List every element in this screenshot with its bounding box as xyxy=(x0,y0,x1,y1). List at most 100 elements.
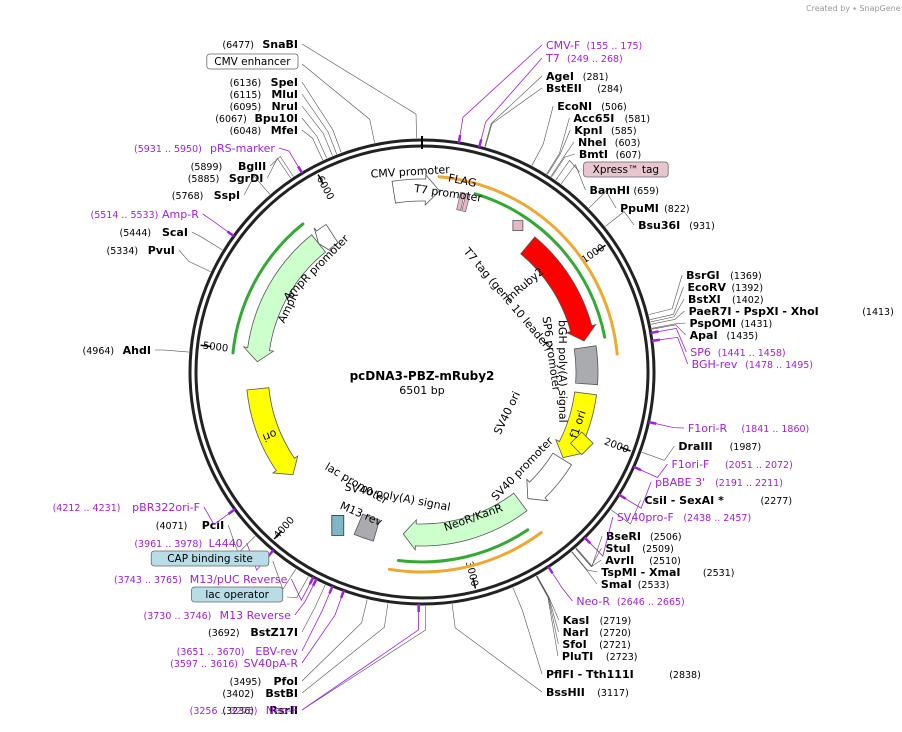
site-leader-line xyxy=(571,551,598,585)
scale-tick xyxy=(472,577,477,589)
primer-binding-mark xyxy=(618,493,627,500)
site-name-sspi: SspI xyxy=(214,189,240,202)
site-name-bglii: BglII xyxy=(238,160,266,173)
primer-name-pbr322ori-f: pBR322ori-F xyxy=(132,501,200,514)
primer-binding-mark xyxy=(227,508,236,515)
site-name-bsrgi: BsrGI xyxy=(686,269,719,282)
site-position-scai: (5444) xyxy=(120,228,152,239)
feature-sv40-poly-a-signal xyxy=(353,513,380,542)
site-position-ahdi: (4964) xyxy=(83,346,115,357)
primer-leader-line xyxy=(652,422,684,429)
site-leader-line xyxy=(301,584,326,633)
site-position-kasi: (2719) xyxy=(600,616,632,627)
site-leader-line xyxy=(301,43,417,139)
site-name-spei: SpeI xyxy=(271,76,298,89)
primer-binding-mark xyxy=(478,139,483,148)
primer-binding-mark xyxy=(457,134,462,144)
primer-name-f1ori-r: F1ori-R xyxy=(688,422,728,435)
site-leader-line xyxy=(267,157,292,179)
site-leader-line xyxy=(512,587,543,675)
feature-label-ori: ori xyxy=(261,427,279,444)
primer-binding-mark xyxy=(583,536,592,545)
feature-ori xyxy=(246,387,299,476)
site-leader-line xyxy=(243,175,270,196)
feature-label-bgh-poly-a-signal: bGH poly(A) signal xyxy=(556,320,570,423)
site-leader-line xyxy=(301,605,426,711)
primer-position-sv40pro-f: (2438 .. 2457) xyxy=(683,513,751,524)
primer-position-m13-puc-reverse: (3743 .. 3765) xyxy=(114,575,182,586)
orf-arc xyxy=(437,175,619,356)
xpress-tag-marker xyxy=(512,220,524,232)
site-position-kpni: (585) xyxy=(611,126,637,137)
site-name-pfoi: PfoI xyxy=(274,675,299,688)
primer-name-cmv-f: CMV-F xyxy=(546,39,580,52)
primer-name-bgh-rev: BGH-rev xyxy=(692,358,738,371)
site-position-mlui: (6115) xyxy=(230,90,262,101)
primer-leader-line xyxy=(459,44,543,140)
boxed-label-frame xyxy=(583,161,669,178)
scale-tick xyxy=(317,174,324,185)
primer-leader-line xyxy=(301,594,343,664)
boxed-label-frame xyxy=(191,586,284,603)
site-name-scai: ScaI xyxy=(162,226,188,239)
site-leader-line xyxy=(531,105,554,166)
scale-tick-label: 2000 xyxy=(602,437,630,456)
boxed-label-xpress-tag: Xpress™ tag xyxy=(593,164,659,176)
primer-position-sp6: (1441 .. 1458) xyxy=(718,348,786,359)
scale-tick xyxy=(273,530,283,540)
site-name-bpu10i: Bpu10I xyxy=(255,112,299,125)
site-name-ahdi: AhdI xyxy=(123,344,151,357)
primer-name-neo-f: Neo-F xyxy=(266,704,298,717)
flag-marker xyxy=(456,191,465,211)
site-leader-line xyxy=(641,445,675,461)
site-name-agei: AgeI xyxy=(546,70,574,83)
feature-mruby2 xyxy=(520,236,597,342)
primer-leader-line xyxy=(290,578,312,601)
site-position-acc65i: (581) xyxy=(625,114,651,125)
scale-tick xyxy=(200,344,212,348)
site-leader-line xyxy=(605,211,635,227)
primer-leader-line xyxy=(278,147,301,171)
boxed-label-frame xyxy=(150,550,270,567)
site-position-bsrgi: (1369) xyxy=(730,271,762,282)
site-leader-line xyxy=(547,129,571,175)
site-name-bamhi: BamHI xyxy=(589,184,630,197)
primer-name-sp6: SP6 xyxy=(690,346,711,359)
site-leader-line xyxy=(536,575,559,633)
feature-sv40-promoter xyxy=(526,452,573,502)
site-name-paer7i-pspxi-xhoi: PaeR7I - PspXI - XhoI xyxy=(689,305,819,318)
site-name-acc65i: Acc65I xyxy=(573,112,614,125)
site-position-csii-sexai: (2277) xyxy=(760,496,792,507)
site-position-apai: (1435) xyxy=(726,331,758,342)
primer-name-pbabe-3: pBABE 3' xyxy=(655,476,705,489)
feature-ampr-promoter xyxy=(313,223,339,253)
primer-position-f1ori-r: (1841 .. 1860) xyxy=(741,424,809,435)
site-name-avrii: AvrII xyxy=(605,554,634,567)
site-leader-line xyxy=(550,141,575,177)
primer-position-prs-marker: (5931 .. 5950) xyxy=(134,144,202,155)
site-name-draiii: DraIII xyxy=(678,440,712,453)
primer-name-ebv-rev: EBV-rev xyxy=(255,645,298,658)
site-leader-line xyxy=(484,75,543,147)
primer-name-amp-r: Amp-R xyxy=(162,208,199,221)
site-name-ecorv: EcoRV xyxy=(687,281,726,294)
site-leader-line xyxy=(154,349,189,353)
primer-position-pbr322ori-f: (4212 .. 4231) xyxy=(53,503,121,514)
feature-cmv-promoter xyxy=(391,173,441,207)
orf-arc xyxy=(231,222,305,355)
site-position-sspi: (5768) xyxy=(172,191,204,202)
feature-neor-kanr xyxy=(402,492,528,552)
primer-position-pbabe-3: (2191 .. 2211) xyxy=(715,478,783,489)
site-position-sgrdi: (5885) xyxy=(188,174,220,185)
site-position-mfei: (6048) xyxy=(230,126,262,137)
primer-name-m13-puc-reverse: M13/pUC Reverse xyxy=(190,573,288,586)
site-position-pflfi-tth111i: (2838) xyxy=(669,670,701,681)
orf-arc xyxy=(387,531,543,574)
site-name-pvui: PvuI xyxy=(148,244,175,257)
site-leader-line xyxy=(301,93,337,155)
primer-binding-mark xyxy=(650,330,659,335)
primer-leader-line xyxy=(301,589,332,652)
plasmid-name: pcDNA3-PBZ-mRuby2 xyxy=(350,369,495,383)
